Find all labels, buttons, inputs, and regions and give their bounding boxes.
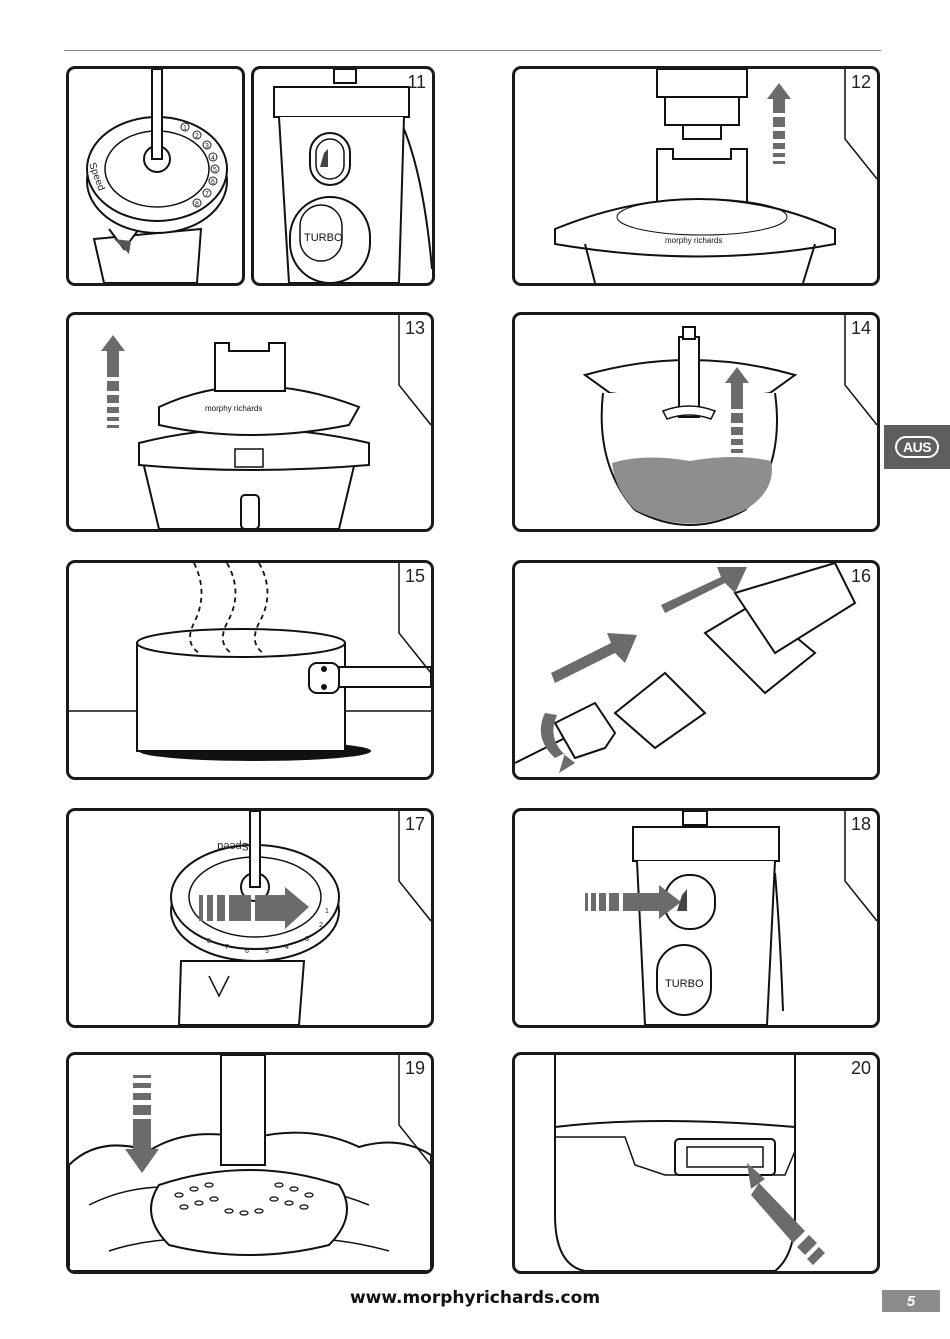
svg-text:8: 8 bbox=[207, 938, 211, 945]
svg-text:6: 6 bbox=[211, 179, 215, 186]
chopper-lid-illustration: morphy richards bbox=[554, 69, 877, 283]
svg-text:4: 4 bbox=[211, 155, 215, 162]
up-arrow-icon bbox=[101, 335, 125, 428]
svg-text:8: 8 bbox=[195, 201, 199, 208]
svg-text:4: 4 bbox=[285, 944, 289, 951]
panel-11-dial: Speed 1 2 3 4 5 6 7 8 bbox=[66, 66, 245, 286]
panel-12: morphy richards 12 bbox=[512, 66, 880, 286]
press-arrow-icon bbox=[747, 1163, 825, 1265]
svg-text:1: 1 bbox=[325, 908, 329, 915]
step-number: 12 bbox=[850, 72, 871, 92]
dial-illustration: Speed 1 2 3 4 5 6 7 8 bbox=[86, 69, 228, 283]
liquid bbox=[612, 457, 772, 524]
turn-arrow-icon bbox=[199, 887, 309, 929]
press-arrow-icon bbox=[585, 885, 681, 919]
step-number: 15 bbox=[404, 566, 425, 586]
saucepan-illustration bbox=[69, 563, 431, 761]
step-number: 11 bbox=[407, 72, 426, 92]
region-label: AUS bbox=[894, 436, 940, 458]
bowl-lid-illustration: morphy richards bbox=[101, 315, 431, 529]
masher-illustration bbox=[69, 1055, 431, 1271]
dial-turn-illustration: Speed 8 7 6 5 4 3 2 1 bbox=[170, 811, 431, 1025]
panel-18: TURBO 18 bbox=[512, 808, 880, 1028]
bowl-blade-illustration bbox=[582, 315, 877, 526]
step-number: 20 bbox=[850, 1058, 871, 1078]
footer-url: www.morphyrichards.com bbox=[349, 1288, 601, 1308]
handle-illustration: TURBO bbox=[273, 69, 432, 283]
panel-14: 14 bbox=[512, 312, 880, 532]
region-tab: AUS bbox=[884, 425, 950, 469]
assembly-illustration bbox=[515, 563, 857, 773]
brand-text: morphy richards bbox=[665, 236, 722, 245]
panel-20: 20 bbox=[512, 1052, 880, 1274]
step-number: 19 bbox=[404, 1058, 425, 1078]
svg-text:6: 6 bbox=[245, 948, 249, 955]
turbo-button-illustration: TURBO bbox=[585, 811, 877, 1025]
top-rule bbox=[64, 50, 881, 51]
step-number: 13 bbox=[404, 318, 425, 338]
step-number: 16 bbox=[850, 566, 871, 586]
panel-11-handle: TURBO 11 bbox=[251, 66, 435, 286]
rotate-icon bbox=[540, 713, 575, 773]
svg-text:3: 3 bbox=[205, 143, 209, 150]
svg-text:morphy richards: morphy richards bbox=[205, 404, 262, 413]
svg-text:2: 2 bbox=[195, 133, 199, 140]
svg-text:TURBO: TURBO bbox=[665, 978, 704, 990]
down-arrow-icon bbox=[125, 1075, 159, 1173]
panel-13: morphy richards 13 bbox=[66, 312, 434, 532]
steam-icon bbox=[189, 563, 269, 654]
panel-16: 16 bbox=[512, 560, 880, 780]
turbo-label: TURBO bbox=[304, 232, 343, 244]
panel-15: 15 bbox=[66, 560, 434, 780]
svg-text:2: 2 bbox=[319, 922, 323, 929]
arrow-right-icon bbox=[551, 567, 747, 683]
svg-text:5: 5 bbox=[265, 948, 269, 955]
svg-text:1: 1 bbox=[183, 125, 187, 132]
step-number: 18 bbox=[850, 814, 871, 834]
up-arrow-icon bbox=[767, 83, 791, 164]
up-arrow-icon bbox=[725, 367, 749, 453]
svg-text:7: 7 bbox=[225, 944, 229, 951]
page-number: 5 bbox=[882, 1290, 940, 1312]
svg-text:5: 5 bbox=[213, 167, 217, 174]
svg-text:7: 7 bbox=[205, 191, 209, 198]
svg-text:3: 3 bbox=[305, 936, 309, 943]
step-number: 14 bbox=[850, 318, 871, 338]
release-clip-illustration bbox=[554, 1055, 825, 1271]
svg-text:Speed: Speed bbox=[217, 840, 249, 852]
panel-19: 19 bbox=[66, 1052, 434, 1274]
step-number: 17 bbox=[404, 814, 425, 834]
panel-17: Speed 8 7 6 5 4 3 2 1 17 bbox=[66, 808, 434, 1028]
